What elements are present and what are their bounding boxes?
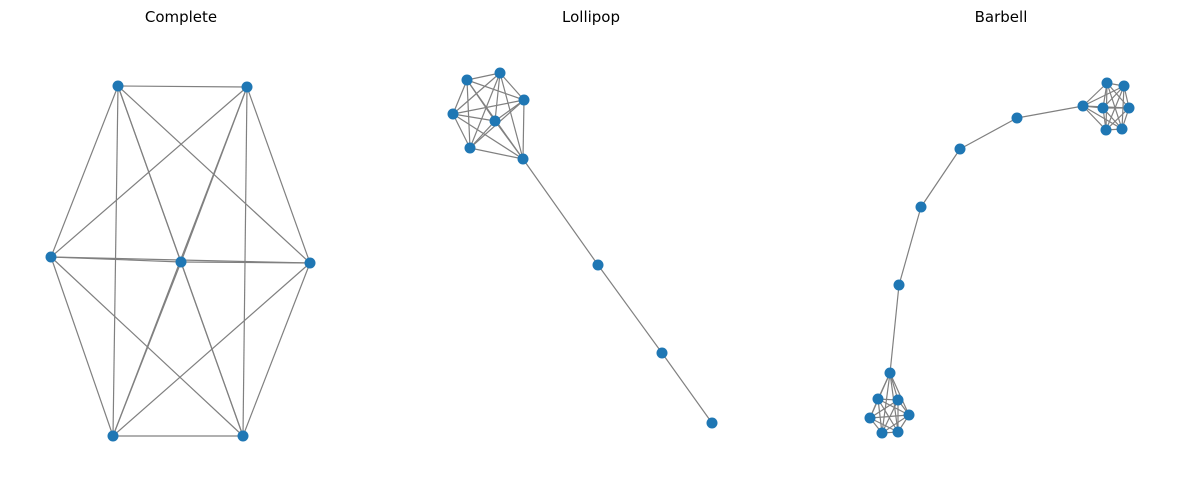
- complete-graph-nodes: [45, 80, 316, 442]
- graph-edge: [466, 72, 501, 81]
- barbell-graph-panel: Barbell: [864, 8, 1135, 439]
- graph-edge: [50, 256, 244, 437]
- graph-node: [1097, 102, 1109, 114]
- graph-edge: [1082, 85, 1125, 107]
- graph-node: [864, 412, 876, 424]
- graph-node: [656, 347, 668, 359]
- graph-edge: [889, 372, 910, 416]
- lollipop-graph-panel: Lollipop: [447, 8, 718, 429]
- graph-node: [892, 394, 904, 406]
- graph-edge: [112, 85, 119, 437]
- graph-node: [304, 257, 316, 269]
- graph-edge: [499, 72, 525, 101]
- graph-edge: [494, 120, 524, 160]
- graph-edge: [452, 113, 471, 149]
- graph-edge: [959, 117, 1018, 150]
- graph-node: [1011, 112, 1023, 124]
- graph-node: [1123, 102, 1135, 114]
- graph-node: [903, 409, 915, 421]
- graph-edge: [112, 262, 311, 437]
- graph-node: [175, 256, 187, 268]
- graph-node: [1101, 77, 1113, 89]
- graph-node: [241, 81, 253, 93]
- graph-node: [706, 417, 718, 429]
- graph-node: [518, 94, 530, 106]
- graph-edge: [499, 72, 524, 160]
- graph-edge: [112, 261, 182, 437]
- graph-node: [915, 201, 927, 213]
- graph-edge: [1016, 105, 1084, 119]
- graph-edge: [1082, 82, 1108, 107]
- graph-edge: [877, 398, 883, 434]
- graph-edge: [522, 158, 599, 266]
- graph-edge: [1106, 82, 1123, 130]
- graph-node: [107, 430, 119, 442]
- complete-graph-panel: Complete: [45, 8, 316, 442]
- graph-edge: [466, 79, 525, 101]
- graph-node: [954, 143, 966, 155]
- barbell-graph-nodes: [864, 77, 1135, 439]
- graph-node: [464, 142, 476, 154]
- graph-edge: [242, 262, 311, 437]
- graph-node: [1100, 124, 1112, 136]
- graph-node: [1077, 100, 1089, 112]
- graph-edge: [180, 261, 311, 264]
- graph-edge: [469, 72, 501, 149]
- graph-edge: [661, 352, 713, 424]
- lollipop-graph-nodes: [447, 67, 718, 429]
- graph-node: [1116, 123, 1128, 135]
- graph-node: [884, 367, 896, 379]
- graph-node: [592, 259, 604, 271]
- graph-edge: [1082, 105, 1123, 130]
- graph-node: [893, 279, 905, 291]
- graph-edge: [597, 264, 663, 354]
- graph-node: [876, 427, 888, 439]
- graph-edge: [877, 398, 910, 416]
- graph-edge: [117, 85, 248, 88]
- graph-edge: [877, 398, 899, 433]
- graph-node: [892, 426, 904, 438]
- graph-edge: [889, 284, 900, 374]
- graph-node: [112, 80, 124, 92]
- graph-edge: [452, 79, 468, 115]
- graph-edge: [898, 206, 922, 286]
- graph-node: [872, 393, 884, 405]
- barbell-graph-edges: [869, 82, 1130, 434]
- graph-edge: [50, 256, 114, 437]
- graph-edge: [1106, 82, 1130, 109]
- graph-node: [489, 115, 501, 127]
- graph-edge: [869, 399, 899, 419]
- graph-edge: [466, 79, 471, 149]
- graph-edge: [469, 120, 496, 149]
- graph-node: [1118, 80, 1130, 92]
- graph-node: [461, 74, 473, 86]
- graph-edge: [50, 86, 248, 258]
- graph-edge: [869, 414, 910, 419]
- graph-edge: [494, 72, 501, 122]
- graph-edge: [50, 85, 119, 258]
- graph-edge: [522, 99, 525, 160]
- complete-graph-title: Complete: [145, 8, 217, 26]
- lollipop-graph-edges: [452, 72, 713, 424]
- graph-edge: [452, 99, 525, 115]
- graph-edge: [452, 113, 524, 160]
- graph-node: [494, 67, 506, 79]
- graph-edge: [469, 147, 524, 160]
- graph-edge: [246, 86, 311, 264]
- graph-edge: [920, 148, 961, 208]
- graph-edge: [452, 72, 501, 115]
- graph-node: [45, 251, 57, 263]
- barbell-graph-title: Barbell: [975, 8, 1028, 26]
- graph-node: [517, 153, 529, 165]
- lollipop-graph-title: Lollipop: [562, 8, 620, 26]
- graph-node: [447, 108, 459, 120]
- graph-node: [237, 430, 249, 442]
- graph-edge: [1082, 105, 1107, 131]
- graph-edge: [452, 113, 496, 122]
